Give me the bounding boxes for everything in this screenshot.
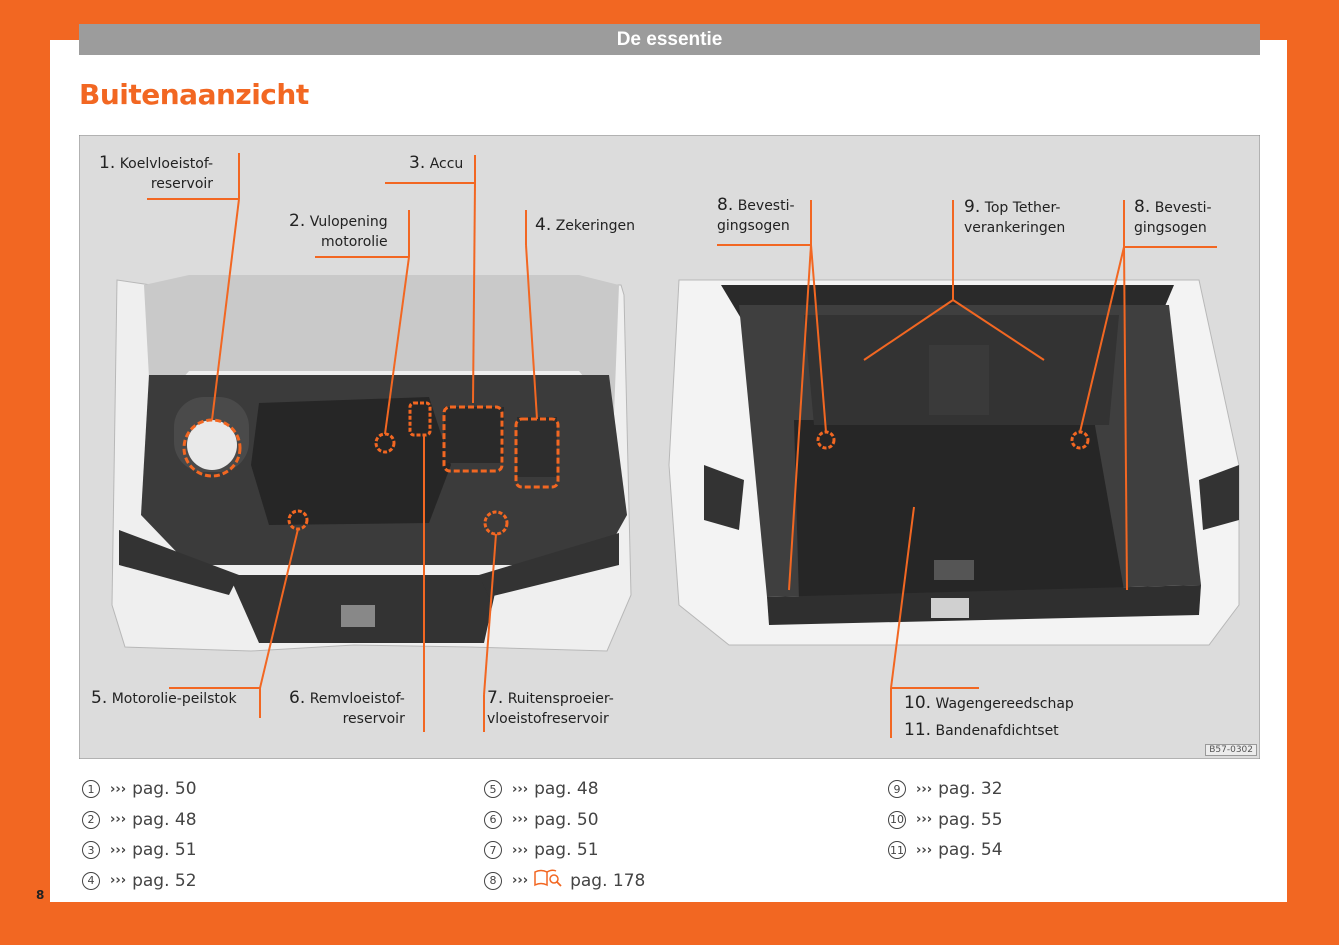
item-number-badge: 7 <box>484 841 502 860</box>
reference-link[interactable]: pag. 48 <box>534 779 599 800</box>
reference-item: 2 ››› pag. 48 <box>82 805 197 836</box>
callout-label-6: 6. Remvloeistof- reservoir <box>289 688 405 727</box>
vehicle-overview-figure: 1. Koelvloeistof- reservoir 2. Vulopenin… <box>79 135 1260 759</box>
reference-link[interactable]: pag. 178 <box>570 870 646 891</box>
references-column-3: 9 ››› pag. 32 10 ››› pag. 55 11 ››› pag. 54 <box>888 774 1003 866</box>
item-number-badge: 2 <box>82 810 100 829</box>
callout-label-8-left: 8. Bevesti- gingsogen <box>717 195 795 234</box>
reference-item: 11 ››› pag. 54 <box>888 835 1003 866</box>
reference-link[interactable]: pag. 50 <box>132 779 197 800</box>
reference-link[interactable]: pag. 48 <box>132 809 197 830</box>
callout-leader-lines <box>147 153 1217 738</box>
callout-label-5: 5. Motorolie-peilstok <box>91 688 237 708</box>
item-number-badge: 9 <box>888 780 906 799</box>
reference-link[interactable]: pag. 55 <box>938 809 1003 830</box>
reference-item: 6 ››› pag. 50 <box>484 805 645 836</box>
reference-link[interactable]: pag. 51 <box>534 840 599 861</box>
reference-link[interactable]: pag. 32 <box>938 779 1003 800</box>
references-column-2: 5 ››› pag. 48 6 ››› pag. 50 7 ››› pag. 51 8 ›››… <box>484 774 645 896</box>
engine-bay-illustration <box>111 275 632 652</box>
reference-arrow: ››› <box>110 873 127 889</box>
reference-arrow: ››› <box>916 812 933 828</box>
reference-item: 3 ››› pag. 51 <box>82 835 197 866</box>
page-title: Buitenaanzicht <box>79 78 309 111</box>
page-number: 8 <box>36 888 45 902</box>
reference-arrow: ››› <box>110 812 127 828</box>
reference-link[interactable]: pag. 52 <box>132 870 197 891</box>
book-search-icon <box>534 869 562 892</box>
reference-arrow: ››› <box>512 812 529 828</box>
callout-label-8-right: 8. Bevesti- gingsogen <box>1134 197 1212 236</box>
item-number-badge: 6 <box>484 810 502 829</box>
callout-label-9: 9. Top Tether- verankeringen <box>964 197 1066 236</box>
reference-item: 4 ››› pag. 52 <box>82 866 197 897</box>
figure-code: B57-0302 <box>1205 744 1257 756</box>
references-column-1: 1 ››› pag. 50 2 ››› pag. 48 3 ››› pag. 51 4 ›››… <box>82 774 197 896</box>
reference-item: 10 ››› pag. 55 <box>888 805 1003 836</box>
section-header: De essentie <box>79 24 1260 55</box>
callout-label-10-11: 10. Wagengereedschap 11. Bandenafdichtse… <box>904 693 1074 740</box>
item-number-badge: 5 <box>484 780 502 799</box>
callout-label-1: 1. Koelvloeistof- reservoir <box>99 153 214 192</box>
item-number-badge: 4 <box>82 871 100 890</box>
callout-label-4: 4. Zekeringen <box>535 215 636 235</box>
reference-item: 5 ››› pag. 48 <box>484 774 645 805</box>
callout-label-3: 3. Accu <box>409 153 464 173</box>
reference-arrow: ››› <box>110 842 127 858</box>
callout-label-2: 2. Vulopening motorolie <box>289 211 388 250</box>
trunk-illustration <box>668 279 1240 646</box>
item-number-badge: 10 <box>888 810 906 829</box>
reference-arrow: ››› <box>512 873 529 889</box>
reference-arrow: ››› <box>110 781 127 797</box>
reference-item: 9 ››› pag. 32 <box>888 774 1003 805</box>
reference-arrow: ››› <box>916 842 933 858</box>
reference-item: 7 ››› pag. 51 <box>484 835 645 866</box>
callout-label-7: 7. Ruitensproeier- vloeistofreservoir <box>487 688 614 727</box>
item-number-badge: 8 <box>484 871 502 890</box>
figure-illustration <box>79 135 1260 759</box>
reference-arrow: ››› <box>916 781 933 797</box>
reference-arrow: ››› <box>512 842 529 858</box>
reference-link[interactable]: pag. 50 <box>534 809 599 830</box>
item-number-badge: 3 <box>82 841 100 860</box>
item-number-badge: 1 <box>82 780 100 799</box>
item-number-badge: 11 <box>888 841 906 860</box>
reference-item: 1 ››› pag. 50 <box>82 774 197 805</box>
reference-link[interactable]: pag. 51 <box>132 840 197 861</box>
reference-item: 8 ››› pag. 178 <box>484 866 645 897</box>
reference-link[interactable]: pag. 54 <box>938 840 1003 861</box>
reference-arrow: ››› <box>512 781 529 797</box>
